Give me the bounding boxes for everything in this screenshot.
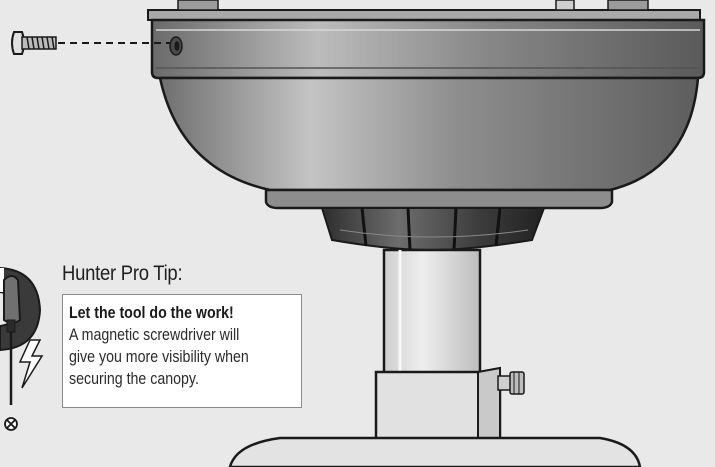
screw-hole	[169, 36, 183, 56]
screw-icon	[11, 31, 57, 55]
pro-tip-title: Hunter Pro Tip:	[62, 262, 183, 285]
downrod	[382, 248, 482, 377]
pro-tip-body-line: give you more visibility when	[69, 348, 249, 366]
base-plate	[228, 436, 642, 467]
canopy-bowl	[158, 76, 700, 210]
mounting-plate	[147, 0, 701, 21]
hanger-housing	[374, 366, 502, 456]
canopy-rim	[150, 18, 706, 80]
lightning-bolt-icon	[18, 339, 44, 389]
pro-tip-body-line: A magnetic screwdriver will	[69, 326, 240, 344]
pro-tip-box: Let the tool do the work! A magnetic scr…	[62, 294, 302, 408]
motor-collar	[320, 207, 546, 252]
pro-tip-headline: Let the tool do the work!	[69, 304, 234, 322]
screwdriver-icon	[3, 275, 22, 405]
screw-head-icon	[4, 417, 18, 431]
set-screw-icon	[497, 371, 525, 395]
pro-tip-body-line: securing the canopy.	[69, 370, 199, 388]
